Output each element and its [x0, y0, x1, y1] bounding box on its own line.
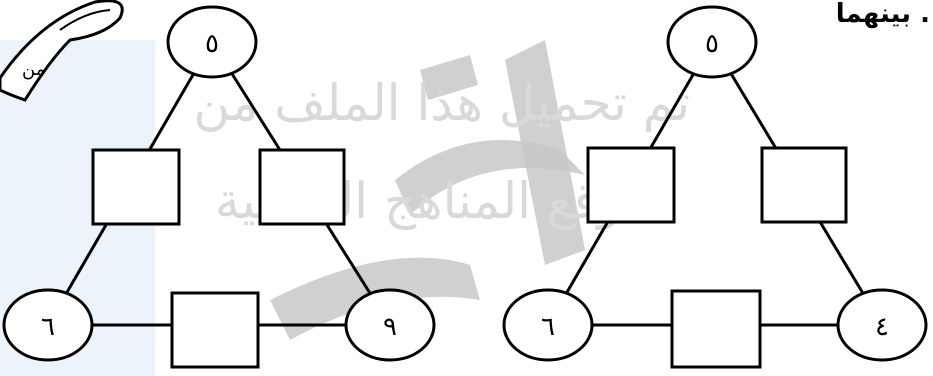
circle-bottom-right-value: ٤: [875, 312, 889, 342]
header-fragment: بينهما .: [836, 0, 930, 29]
circle-top: [666, 5, 758, 79]
circle-bottom-left: [2, 288, 94, 362]
empty-box-left[interactable]: [586, 146, 676, 224]
empty-box-right[interactable]: [760, 146, 848, 224]
number-triangle-puzzle-1: [2, 5, 436, 369]
empty-box-right[interactable]: [258, 148, 346, 226]
circle-top: [166, 5, 258, 79]
circle-top-value: ٥: [705, 29, 719, 59]
circle-bottom-right: [836, 288, 928, 362]
number-triangle-puzzle-2: [502, 5, 928, 369]
circle-bottom-left-value: ٦: [41, 312, 55, 342]
circle-bottom-right: [344, 288, 436, 362]
circle-top-value: ٥: [205, 29, 219, 59]
empty-box-bottom[interactable]: [170, 291, 260, 369]
circle-bottom-left-value: ٦: [541, 312, 555, 342]
watermark-line-1: تم تحميل هذا الملف من: [193, 74, 690, 132]
empty-box-left[interactable]: [91, 148, 181, 226]
corner-badge: من: [0, 0, 124, 102]
empty-box-bottom[interactable]: [670, 289, 762, 369]
circle-bottom-right-value: ٩: [383, 312, 397, 342]
corner-badge-text: من: [22, 59, 45, 80]
circle-bottom-left: [502, 288, 594, 362]
